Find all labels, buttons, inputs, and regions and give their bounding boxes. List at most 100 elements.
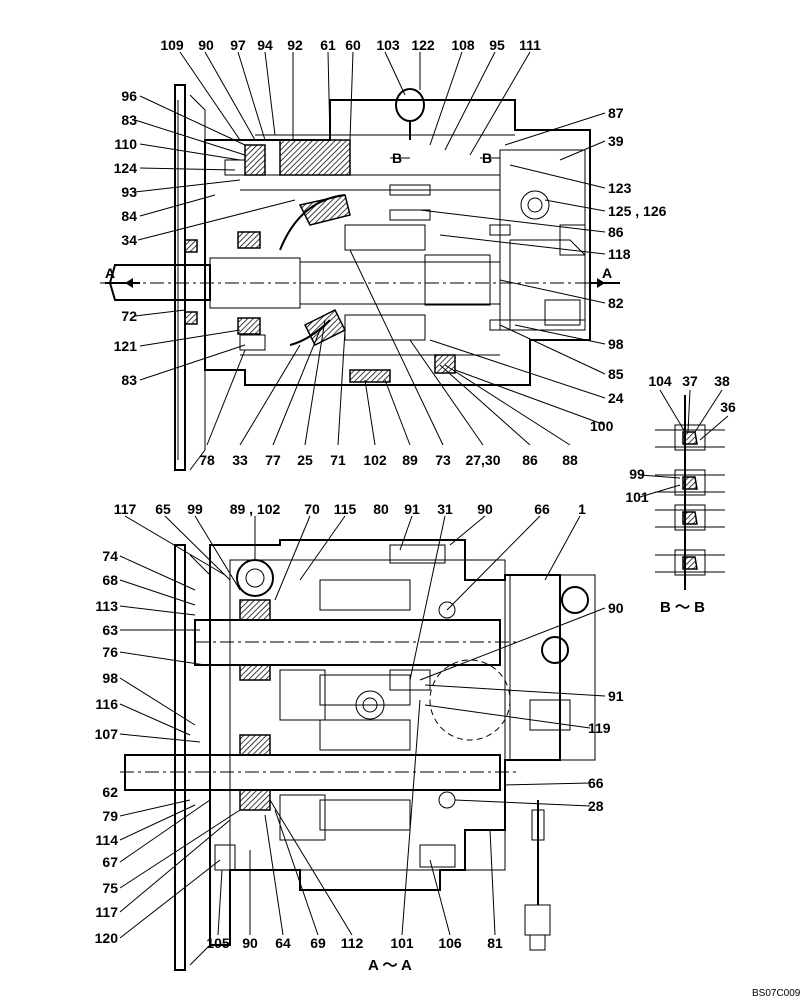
part-callout: 99 (629, 466, 645, 482)
part-callout: 102 (363, 452, 387, 468)
part-callout: 86 (522, 452, 538, 468)
part-callout: 76 (102, 644, 118, 660)
section-bb-caption: B ～ B (660, 599, 705, 616)
part-callout: 82 (608, 295, 624, 311)
part-callout: 101 (625, 489, 649, 505)
part-callout: 118 (608, 246, 631, 262)
part-callout: 63 (102, 622, 118, 638)
part-callout: 78 (199, 452, 215, 468)
part-callout: 103 (376, 37, 400, 53)
bottom-section-view (120, 539, 596, 971)
part-callout: 105 (206, 935, 230, 951)
part-callout: 97 (230, 37, 246, 53)
part-callout: 109 (160, 37, 184, 53)
part-callout: 75 (102, 880, 118, 896)
part-callout: 88 (562, 452, 578, 468)
part-callout: 77 (265, 452, 281, 468)
part-callout: 106 (438, 935, 462, 951)
part-callout: 66 (588, 775, 604, 791)
part-callout: 73 (435, 452, 451, 468)
part-callout: 111 (519, 37, 541, 53)
part-callout: 34 (121, 232, 137, 248)
part-callout: 95 (489, 37, 505, 53)
top-leader-lines (134, 51, 606, 446)
bottom-bottom-labels: 105 90 64 69 112 101 106 81 (206, 935, 503, 951)
part-callout: 25 (297, 452, 313, 468)
part-callout: 36 (720, 399, 736, 415)
section-bb-labels: 104 37 38 36 99 101 (625, 373, 736, 505)
part-callout: 87 (608, 105, 624, 121)
section-mark-b-left: B (392, 150, 402, 166)
part-callout: 69 (310, 935, 326, 951)
part-callout: 84 (121, 208, 137, 224)
section-mark-a-right: A (602, 265, 612, 281)
part-callout: 72 (121, 308, 137, 324)
part-callout: 64 (275, 935, 291, 951)
part-callout: 89 (402, 452, 418, 468)
part-callout: 93 (121, 184, 137, 200)
part-callout: 83 (121, 372, 137, 388)
part-callout: 37 (682, 373, 698, 389)
part-callout: 67 (102, 854, 118, 870)
section-mark-a-left: A (105, 265, 115, 281)
part-callout: 31 (437, 501, 453, 517)
part-callout: 81 (487, 935, 503, 951)
part-callout: 62 (102, 784, 118, 800)
part-callout: 104 (648, 373, 672, 389)
part-callout: 107 (95, 726, 119, 742)
part-callout: 96 (121, 88, 137, 104)
part-callout: 115 (334, 501, 357, 517)
part-callout: 108 (451, 37, 475, 53)
part-callout: 80 (373, 501, 389, 517)
part-callout: 83 (121, 112, 137, 128)
part-callout: 89 , 102 (230, 501, 281, 517)
part-callout: 117 (114, 501, 137, 517)
part-callout: 125 , 126 (608, 203, 667, 219)
part-callout: 90 (477, 501, 493, 517)
part-callout: 120 (95, 930, 119, 946)
part-callout: 110 (114, 136, 137, 152)
part-callout: 122 (411, 37, 435, 53)
part-callout: 114 (95, 832, 118, 848)
part-callout: 91 (404, 501, 420, 517)
part-callout: 94 (257, 37, 273, 53)
section-aa-caption: A ～ A (368, 957, 412, 974)
bottom-leader-lines (119, 515, 606, 939)
part-callout: 101 (390, 935, 414, 951)
part-callout: 86 (608, 224, 624, 240)
section-mark-b-right: B (482, 150, 492, 166)
drawing-code: BS07C009 (752, 988, 801, 999)
part-callout: 98 (102, 670, 118, 686)
part-callout: 66 (534, 501, 550, 517)
part-callout: 90 (242, 935, 258, 951)
part-callout: 85 (608, 366, 624, 382)
part-callout: 119 (588, 720, 611, 736)
part-callout: 60 (345, 37, 361, 53)
part-callout: 90 (198, 37, 214, 53)
part-callout: 98 (608, 336, 624, 352)
part-callout: 24 (608, 390, 624, 406)
part-callout: 74 (102, 548, 118, 564)
top-section-view (100, 84, 620, 471)
part-callout: 38 (714, 373, 730, 389)
part-callout: 113 (95, 598, 118, 614)
part-callout: 124 (114, 160, 138, 176)
part-callout: 65 (155, 501, 171, 517)
part-callout: 71 (330, 452, 346, 468)
part-callout: 112 (341, 935, 364, 951)
section-bb-view (639, 389, 729, 590)
part-callout: 79 (102, 808, 118, 824)
part-callout: 61 (320, 37, 336, 53)
part-callout: 117 (95, 904, 118, 920)
part-callout: 99 (187, 501, 203, 517)
part-callout: 116 (95, 696, 118, 712)
part-callout: 28 (588, 798, 604, 814)
